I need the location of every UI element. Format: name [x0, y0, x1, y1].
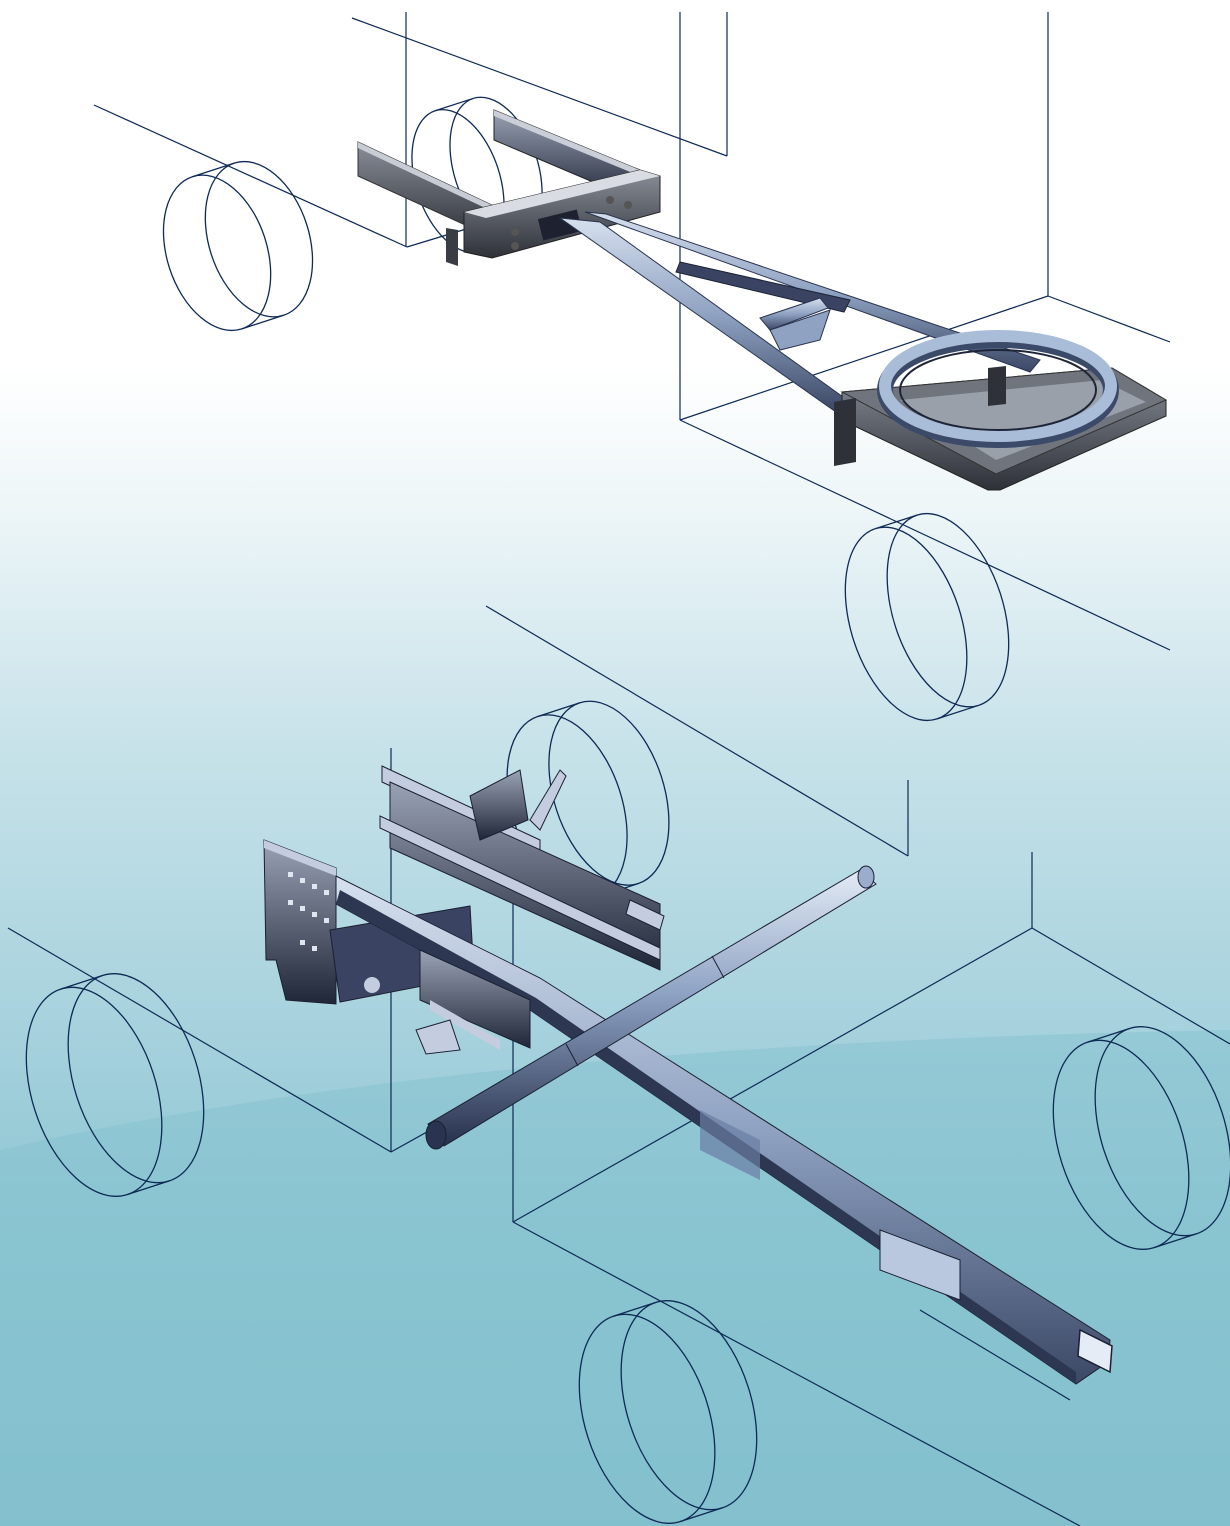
- wheel-right-bottom: [1052, 1026, 1230, 1250]
- top-coupling-plate: [463, 169, 661, 259]
- wheel-left-bottom: [25, 973, 205, 1197]
- top-frame-rails: [357, 109, 641, 266]
- wheel-front-bottom: [578, 1300, 758, 1524]
- wheel-right-top: [844, 512, 1010, 722]
- background-wave: [0, 1030, 1230, 1526]
- top-turntable-ring: [877, 330, 1119, 448]
- bottom-telescopic-beam: [335, 875, 1113, 1385]
- top-a-frame-drawbar: [558, 211, 1041, 413]
- bottom-cross-tube: [425, 865, 877, 1150]
- bottom-brackets: [415, 769, 665, 1055]
- wheel-left-top: [162, 160, 314, 332]
